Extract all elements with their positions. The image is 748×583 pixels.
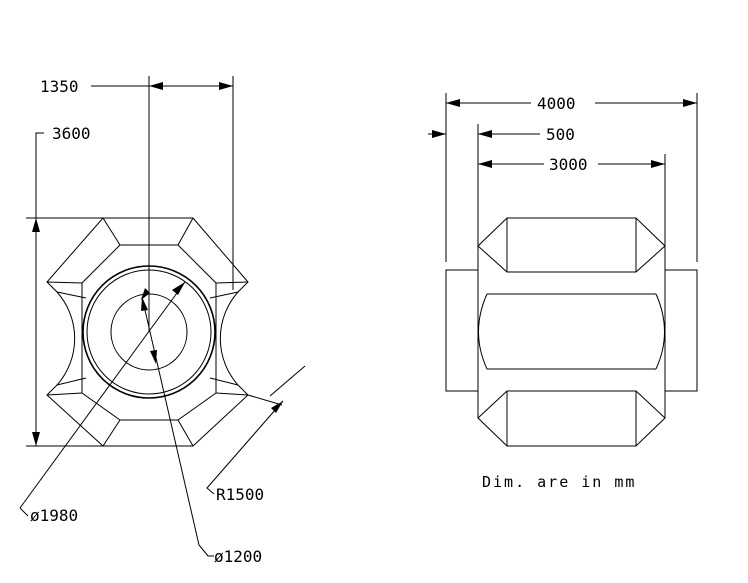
dim-d1980-line xyxy=(19,281,186,509)
side-view-top-facet xyxy=(506,218,637,273)
dim-d1980-foot xyxy=(19,507,29,517)
dim-d1200-label: ø1200 xyxy=(214,547,262,566)
dim-r1500-line xyxy=(206,400,284,495)
dim-d1200-line xyxy=(141,296,214,557)
side-view-curve-right xyxy=(655,293,665,370)
side-view-body xyxy=(477,217,666,447)
side-view-left-shaft xyxy=(445,269,478,392)
side-view-bottom-chamfer-l xyxy=(477,390,508,419)
dim-3000-arrow-right xyxy=(651,160,665,168)
units-note: Dim. are in mm xyxy=(482,473,636,491)
dim-d1200-arrow-b xyxy=(150,350,157,364)
side-view-right-shaft xyxy=(665,269,698,392)
end-view-outline xyxy=(46,217,249,447)
dim-3000-arrow-left xyxy=(478,160,492,168)
dim-r1500-arrow xyxy=(271,401,283,413)
dim-d1980-arrow-a xyxy=(172,282,185,295)
dim-4000-arrow-right xyxy=(683,99,697,107)
dim-4000-arrow-left xyxy=(446,99,460,107)
dim-d1980-arrow-b xyxy=(141,288,150,300)
side-view-top-chamfer-l xyxy=(477,245,508,273)
side-view-bottom-facet xyxy=(506,390,637,446)
side-view-top-chamfer-r xyxy=(635,245,666,273)
end-view: 1350 3600 ø1980 ø1200 R1500 xyxy=(19,76,306,566)
dim-3600-arrow-top xyxy=(32,218,40,232)
dim-1350-arrow-left xyxy=(149,82,163,90)
dim-r1500-label: R1500 xyxy=(216,485,264,504)
dim-4000-label: 4000 xyxy=(537,94,576,113)
dim-500-label: 500 xyxy=(546,125,575,144)
dim-d1980-label: ø1980 xyxy=(30,506,78,525)
dim-3600-leader xyxy=(35,132,44,218)
dim-500-arrow-right xyxy=(478,130,492,138)
dim-1350-label: 1350 xyxy=(40,77,79,96)
dim-d1200-arrow-a xyxy=(141,297,148,311)
end-view-spokes xyxy=(46,217,249,447)
dim-r1500-ext2 xyxy=(269,365,306,397)
side-view: 4000 500 3000 xyxy=(428,93,698,447)
dim-1350-arrow-right xyxy=(219,82,233,90)
dim-3000-label: 3000 xyxy=(549,155,588,174)
dim-3600-arrow-bottom xyxy=(32,432,40,446)
side-view-curve-left xyxy=(478,293,488,370)
dim-500-arrow-left xyxy=(432,130,446,138)
dim-r1500-ext xyxy=(247,394,283,406)
dim-3600-label: 3600 xyxy=(52,124,91,143)
side-view-bottom-chamfer-r xyxy=(635,390,666,419)
